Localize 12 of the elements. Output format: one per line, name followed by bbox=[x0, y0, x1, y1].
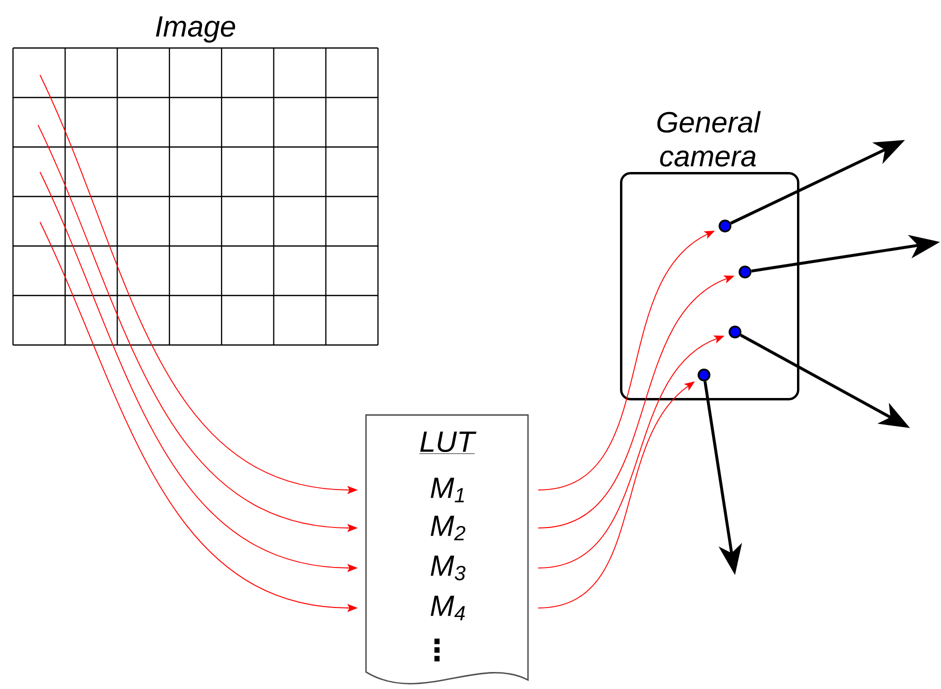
ellipsis: ⋮ bbox=[434, 638, 440, 662]
grid-title: Image bbox=[156, 16, 236, 43]
camera-title: General camera bbox=[657, 111, 761, 167]
lut-entry: M$_{1}$ bbox=[430, 478, 464, 502]
dot bbox=[718, 220, 732, 232]
lut-entry: M$_{2}$ bbox=[430, 516, 466, 540]
lut-entry: M$_{4}$ bbox=[430, 596, 465, 620]
lut-entry: M$_{3}$ bbox=[430, 556, 466, 580]
dot bbox=[728, 326, 742, 338]
lut-heading: LUT bbox=[419, 432, 476, 454]
dot bbox=[738, 266, 752, 278]
dot bbox=[698, 368, 710, 382]
